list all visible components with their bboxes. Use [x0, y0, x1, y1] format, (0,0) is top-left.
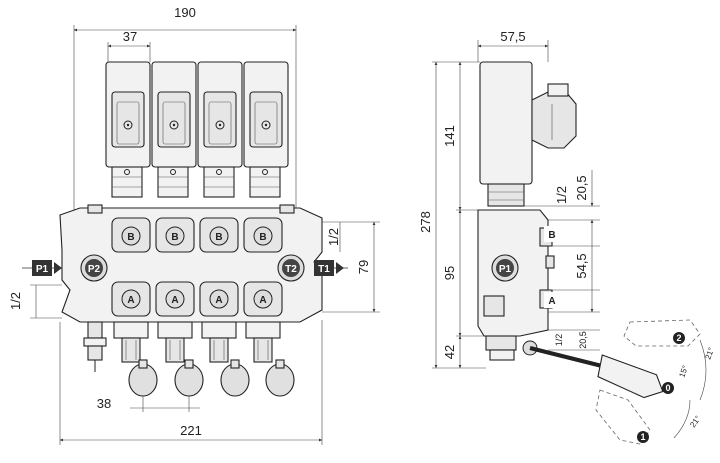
- lever-dashed-down: 1: [595, 389, 651, 445]
- svg-text:P1: P1: [36, 264, 49, 275]
- ports-b-row: B B B B: [111, 217, 283, 253]
- svg-text:B: B: [215, 232, 222, 243]
- port-p2: P2: [80, 254, 108, 282]
- angle-mid: 15°: [677, 364, 690, 378]
- port-a-2: A: [155, 281, 195, 317]
- svg-text:A: A: [171, 295, 178, 306]
- dim-side-lower-height: 42: [442, 345, 457, 359]
- port-a-1: A: [111, 281, 151, 317]
- svg-text:B: B: [127, 232, 134, 243]
- solenoid-coils: [105, 61, 289, 198]
- bottom-fitting: [83, 321, 107, 372]
- lever-pos-0: 0: [665, 383, 670, 393]
- port-t1-outlet: T1: [314, 260, 348, 276]
- solenoid-3: [197, 61, 243, 198]
- port-p1-inlet: P1: [22, 260, 62, 276]
- svg-text:T1: T1: [318, 264, 330, 275]
- lever-pos-1: 1: [640, 432, 645, 442]
- dim-lever-pitch: 38: [97, 396, 111, 411]
- port-a-4: A: [243, 281, 283, 317]
- svg-text:B: B: [171, 232, 178, 243]
- side-port-b: B: [548, 230, 555, 241]
- port-a-3: A: [199, 281, 239, 317]
- coil-side: [479, 61, 577, 207]
- port-p1-side: P1: [491, 254, 519, 282]
- svg-text:P1: P1: [499, 264, 512, 275]
- lever-3: [201, 321, 250, 397]
- dim-thread-left: 1/2: [8, 292, 23, 310]
- dim-side-a-offset: 20,5: [578, 331, 588, 349]
- solenoid-1: [105, 61, 151, 198]
- svg-text:A: A: [127, 295, 134, 306]
- dim-height: 79: [356, 260, 371, 274]
- side-port-a: A: [548, 296, 555, 307]
- lever-assemblies: [113, 321, 295, 397]
- svg-text:P2: P2: [88, 264, 101, 275]
- front-view: 190 37: [8, 5, 380, 445]
- port-b-3: B: [199, 217, 239, 253]
- dim-coil-width: 37: [123, 29, 137, 44]
- dim-side-b-offset: 20,5: [574, 175, 589, 200]
- ports-a-row: A A A A: [111, 281, 283, 317]
- lever-2: [157, 321, 204, 397]
- dim-thread-right: 1/2: [326, 228, 341, 246]
- solenoid-2: [151, 61, 197, 198]
- dim-width-bottom: 221: [180, 423, 202, 438]
- svg-text:A: A: [259, 295, 266, 306]
- dim-side-coil-width: 57,5: [500, 29, 525, 44]
- lever-solid: 0: [529, 346, 674, 399]
- dim-side-thread-b: 1/2: [554, 186, 569, 204]
- lever-1: [113, 321, 158, 397]
- port-b-1: B: [111, 217, 151, 253]
- lever-4: [245, 321, 295, 397]
- dim-side-thread-a: 1/2: [554, 334, 564, 347]
- svg-text:T2: T2: [285, 264, 297, 275]
- dim-side-coil-height: 141: [442, 125, 457, 147]
- svg-text:B: B: [259, 232, 266, 243]
- solenoid-4: [243, 61, 289, 198]
- port-b-4: B: [243, 217, 283, 253]
- svg-text:A: A: [215, 295, 222, 306]
- angle-lower: 21°: [688, 414, 702, 429]
- dim-side-total-height: 278: [418, 211, 433, 233]
- angle-upper: 21°: [703, 346, 716, 360]
- dim-width-top: 190: [174, 5, 196, 20]
- dim-side-body-height: 95: [442, 266, 457, 280]
- lever-pos-2: 2: [676, 333, 681, 343]
- side-view: 57,5 P1 0: [418, 29, 716, 445]
- lever-dashed-up: 2: [623, 319, 701, 347]
- port-t2: T2: [277, 254, 305, 282]
- dim-side-port-pitch: 54,5: [574, 253, 589, 278]
- port-b-2: B: [155, 217, 195, 253]
